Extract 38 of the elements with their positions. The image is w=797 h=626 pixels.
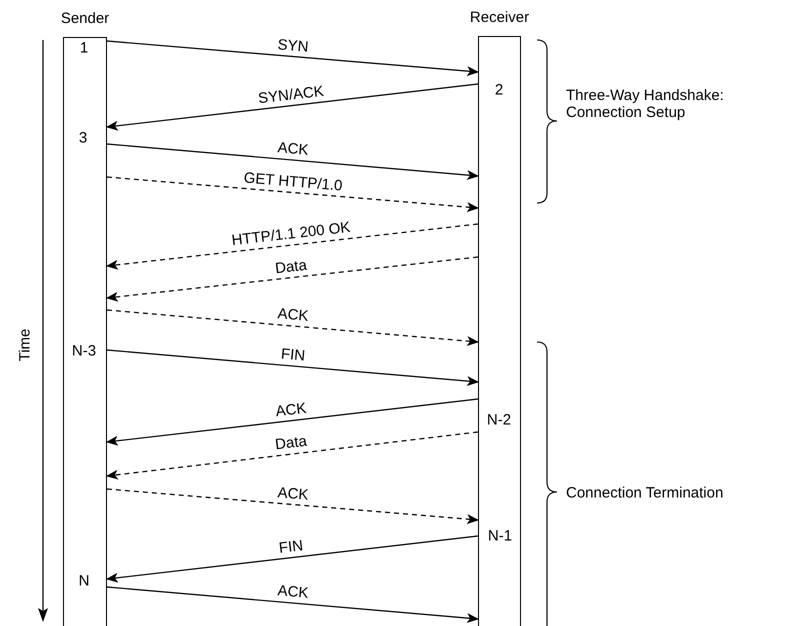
message-arrow (106, 398, 478, 446)
message-arrow (106, 40, 479, 76)
message-arrow (106, 535, 478, 583)
message-arrow (106, 256, 478, 302)
edge-label: ACK (275, 400, 308, 419)
step-number: N-1 (488, 527, 512, 545)
step-number: 3 (78, 129, 88, 147)
brace-label: Three-Way Handshake: Connection Setup (566, 86, 725, 122)
message-arrow (106, 176, 479, 212)
step-number: N-3 (72, 342, 96, 360)
message-arrow (106, 309, 479, 346)
edge-label: ACK (277, 583, 310, 601)
step-number: N (78, 572, 90, 590)
step-number: 1 (80, 39, 88, 57)
axis-label: Time (16, 328, 34, 362)
edge-label: SYN (277, 36, 310, 54)
step-number: 2 (494, 81, 504, 99)
message-arrow (106, 143, 479, 180)
lifeline-heading: Receiver (470, 9, 530, 26)
message-arrow (106, 488, 479, 524)
message-arrow (106, 83, 478, 131)
edge-label: FIN (280, 346, 306, 364)
message-arrow (106, 349, 479, 386)
edge-label: ACK (277, 306, 310, 324)
brace-label: Connection Termination (566, 484, 724, 502)
step-number: N-2 (486, 411, 512, 429)
message-arrow (106, 586, 479, 624)
edge-label: HTTP/1.1 200 OK (231, 220, 352, 248)
lifeline-heading: Sender (60, 10, 110, 27)
message-arrow (106, 431, 478, 480)
edge-label: Data (274, 257, 308, 276)
edge-label: ACK (277, 484, 310, 502)
edge-label: SYN/ACK (258, 83, 325, 106)
edge-label: Data (274, 434, 308, 452)
edge-label: FIN (278, 538, 304, 556)
edge-label: GET HTTP/1.0 (244, 170, 344, 194)
edge-label: ACK (277, 140, 310, 158)
message-arrow (106, 223, 478, 270)
